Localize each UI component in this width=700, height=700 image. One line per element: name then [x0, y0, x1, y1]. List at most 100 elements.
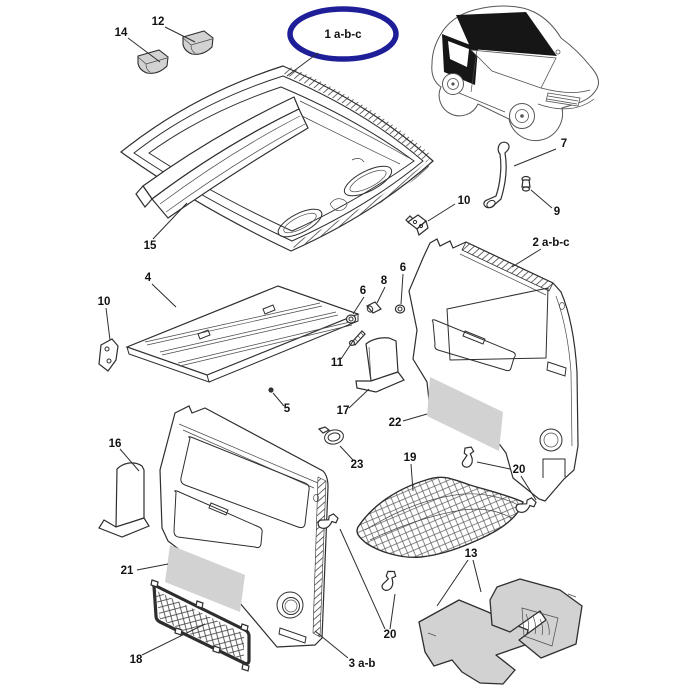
car-grille-lines [546, 95, 579, 105]
leader-1 [286, 52, 319, 77]
part-label-1: 1 a-b-c [324, 29, 362, 41]
part-20-hook-bottom [381, 570, 397, 591]
shelf-groove-1 [144, 302, 323, 346]
clip10r-hole1 [412, 219, 418, 225]
shelf-tab-1 [197, 329, 211, 340]
part-label-20-bottom: 20 [384, 629, 397, 641]
leader-20-bottom-b [339, 528, 386, 630]
washer6l-inner [348, 316, 354, 322]
bracket17-curve [368, 346, 372, 382]
leader-2 [511, 248, 542, 268]
part-16-corner-cap [98, 462, 150, 538]
part-label-9: 9 [554, 206, 560, 218]
panel2-pillar-line [555, 295, 573, 447]
car-front-wheel-inner [515, 109, 529, 123]
clip9-foot [521, 186, 531, 192]
headliner-cutout-2-inner [283, 212, 317, 234]
part-20-hook-left [317, 513, 339, 529]
part-8-spacer [366, 301, 382, 314]
leader-20-bottom-a [389, 593, 396, 630]
part-label-18: 18 [130, 654, 143, 666]
part-3-left-trim-panel [159, 405, 329, 648]
ring23-outer [324, 429, 344, 445]
part-14-pad [137, 49, 169, 74]
headliner-squiggle [329, 158, 365, 211]
bracket10l-body [98, 338, 119, 372]
ring23-clip [317, 426, 331, 434]
part-label-21: 21 [121, 565, 134, 577]
highlight-ellipse [287, 6, 399, 62]
part-21-felt-pad [165, 545, 245, 612]
car-front-hub [520, 114, 524, 118]
roof-frame-hatch-top [284, 65, 432, 163]
shelf-tab-2 [262, 304, 276, 315]
shelf-groove-2 [159, 311, 339, 356]
headliner-cutout-1 [343, 165, 393, 197]
net18-tab-5 [212, 645, 221, 654]
leader-6-right [400, 273, 404, 305]
leader-17 [348, 388, 370, 409]
part-label-14: 14 [115, 27, 128, 39]
hook-glyph [461, 446, 475, 468]
ring23-inner [327, 432, 341, 442]
panel2-speaker-outer [539, 428, 563, 452]
part-7-rod [483, 141, 510, 209]
car-door-line [470, 49, 478, 93]
headliner-cutout-2 [277, 208, 323, 238]
part-11-screw [349, 330, 366, 347]
pad-12-edge [182, 37, 213, 54]
hook-glyph [515, 497, 537, 513]
part-label-5: 5 [284, 403, 291, 415]
strip-inner-line [159, 115, 301, 205]
leader-15 [152, 202, 188, 240]
leader-13-a [436, 559, 469, 607]
roof-frame-inner [133, 75, 424, 242]
part-15-headliner-front-section [135, 96, 309, 219]
panel3-mid-opening [173, 490, 263, 549]
part-9-clip [521, 175, 531, 192]
leader-3 [314, 630, 349, 659]
leader-13-b [472, 559, 482, 593]
part-label-4: 4 [145, 272, 152, 284]
washer6l-outer [345, 314, 357, 324]
panel2-handle-slot [462, 330, 486, 345]
bracket10l-hole2 [106, 358, 112, 364]
bracket10l-hole1 [104, 346, 110, 352]
panel2-outline [408, 238, 579, 502]
part-13-floor-mats [418, 578, 583, 685]
part-label-22: 22 [389, 417, 402, 429]
part-19-cargo-net [356, 476, 524, 559]
part-label-11: 11 [331, 357, 344, 369]
mat-right-heel-pad [521, 607, 559, 647]
car-hood-line [540, 87, 591, 93]
part-label-10-right: 10 [458, 195, 471, 207]
part-label-8: 8 [381, 275, 388, 287]
net18-tab-4 [174, 627, 183, 636]
strip-inner-line2 [165, 123, 306, 213]
screw11-threads [354, 332, 365, 343]
car-rear-window [448, 41, 469, 67]
part-label-3: 3 a-b [349, 658, 376, 670]
leader-22 [402, 413, 428, 422]
leader-19 [410, 463, 414, 492]
mat-right [489, 578, 583, 659]
mat-left-mark [427, 632, 437, 637]
leader-11 [340, 340, 354, 360]
leader-10-right [427, 203, 456, 222]
part-5-screw [268, 387, 274, 393]
part-headliner-assembly [120, 65, 434, 252]
roof-frame-hatch-bottom [291, 162, 430, 249]
part-label-10-left: 10 [98, 296, 111, 308]
part-10-clip-right [405, 214, 429, 236]
panel2-top-rail-hatch [461, 241, 554, 292]
headliner-curve-2 [295, 112, 401, 165]
panel3-pillar-hole [313, 494, 319, 502]
part-label-2: 2 a-b-c [532, 237, 570, 249]
part-label-23: 23 [351, 459, 364, 471]
net18-tab-2 [195, 600, 204, 609]
clip9-body [521, 179, 531, 188]
leader-23 [339, 445, 354, 461]
hook-glyph [317, 513, 339, 529]
clip10r-side [416, 219, 429, 236]
